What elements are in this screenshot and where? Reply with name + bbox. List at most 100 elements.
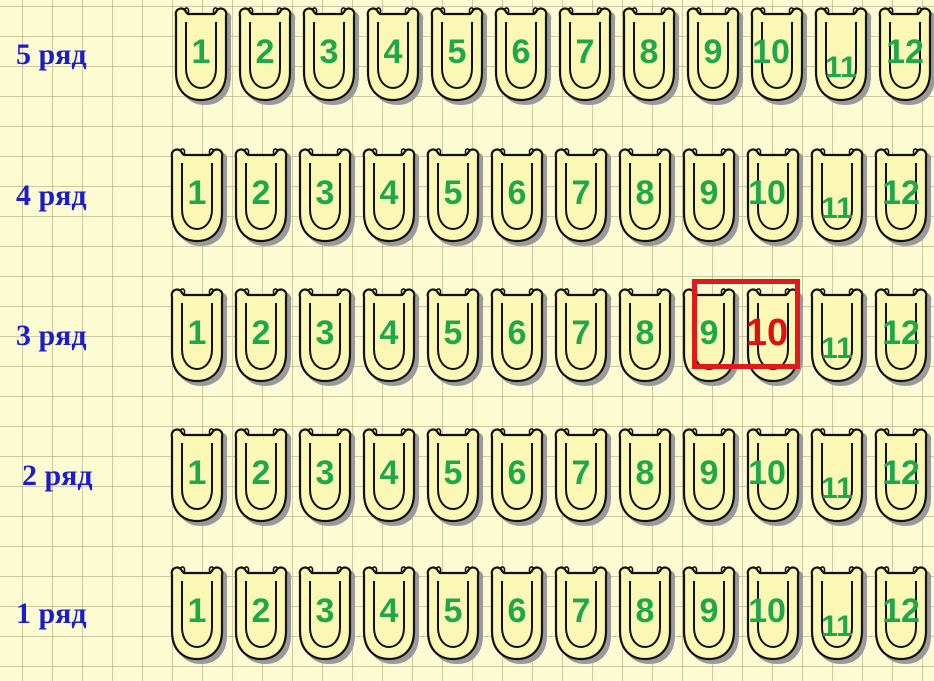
seat[interactable]: 2 <box>230 143 292 243</box>
seat[interactable]: 7 <box>554 2 616 102</box>
seat[interactable]: 5 <box>422 143 484 243</box>
seat[interactable]: 5 <box>422 423 484 523</box>
seat[interactable]: 6 <box>490 2 552 102</box>
seat-number: 4 <box>362 32 424 72</box>
seat-number: 5 <box>422 313 484 353</box>
seat-number: 2 <box>230 453 292 493</box>
seat[interactable]: 6 <box>486 143 548 243</box>
seat[interactable]: 11 <box>806 561 868 661</box>
seat[interactable]: 11 <box>806 283 868 383</box>
seat[interactable]: 10 <box>746 2 808 102</box>
seat-number: 6 <box>486 173 548 213</box>
seat[interactable]: 8 <box>614 283 676 383</box>
seats-group: 1 2 3 4 5 6 7 <box>0 2 934 102</box>
seat-number: 2 <box>230 591 292 631</box>
seat[interactable]: 5 <box>422 283 484 383</box>
seats-group: 1 2 3 4 5 6 7 <box>0 143 934 243</box>
seat[interactable]: 9 <box>682 2 744 102</box>
seat[interactable]: 7 <box>550 143 612 243</box>
seat-number: 3 <box>298 32 360 72</box>
seat-number: 1 <box>170 32 232 72</box>
seat-number: 9 <box>682 32 744 72</box>
seat[interactable]: 10 <box>742 561 804 661</box>
seat[interactable]: 11 <box>810 2 872 102</box>
seat-number: 2 <box>230 173 292 213</box>
seat[interactable]: 5 <box>426 2 488 102</box>
seat[interactable]: 12 <box>870 143 932 243</box>
seat-number: 4 <box>358 313 420 353</box>
seat[interactable]: 3 <box>294 143 356 243</box>
seat[interactable]: 8 <box>618 2 680 102</box>
seat[interactable]: 11 <box>806 143 868 243</box>
seat[interactable]: 4 <box>358 561 420 661</box>
seat[interactable]: 12 <box>870 561 932 661</box>
seat-number: 11 <box>810 48 872 88</box>
seat[interactable]: 1 <box>166 423 228 523</box>
seat-number: 11 <box>806 469 868 509</box>
seat[interactable]: 8 <box>614 423 676 523</box>
seat-number: 11 <box>806 607 868 647</box>
seat[interactable]: 6 <box>486 423 548 523</box>
seat-number: 10 <box>740 32 802 72</box>
seat[interactable]: 10 <box>742 423 804 523</box>
seat-number: 9 <box>678 173 740 213</box>
seat-number: 9 <box>678 453 740 493</box>
seat-row: 5 ряд 1 2 3 4 5 6 <box>0 2 934 102</box>
seat[interactable]: 4 <box>358 283 420 383</box>
seat[interactable]: 6 <box>486 283 548 383</box>
seat[interactable]: 2 <box>230 283 292 383</box>
seat[interactable]: 9 <box>678 143 740 243</box>
seat[interactable]: 3 <box>294 561 356 661</box>
seat[interactable]: 2 <box>230 561 292 661</box>
seat[interactable]: 12 <box>870 283 932 383</box>
seat[interactable]: 4 <box>362 2 424 102</box>
seat[interactable]: 5 <box>422 561 484 661</box>
seat[interactable]: 6 <box>486 561 548 661</box>
seat[interactable]: 8 <box>614 143 676 243</box>
seat[interactable]: 9 <box>678 423 740 523</box>
seat-number: 12 <box>870 453 932 493</box>
seat-number: 5 <box>422 173 484 213</box>
seat-number: 10 <box>736 173 798 213</box>
seat[interactable]: 4 <box>358 423 420 523</box>
seat[interactable]: 7 <box>550 423 612 523</box>
seat[interactable]: 1 <box>166 143 228 243</box>
seat-number: 7 <box>550 173 612 213</box>
seat[interactable]: 7 <box>550 561 612 661</box>
seat-number: 7 <box>550 313 612 353</box>
seat-number: 3 <box>294 591 356 631</box>
seat-number: 2 <box>234 32 296 72</box>
selected-seat-highlight <box>692 279 800 369</box>
seat-number: 11 <box>806 189 868 229</box>
seat-number: 5 <box>426 32 488 72</box>
seat[interactable]: 1 <box>166 561 228 661</box>
seat-number: 7 <box>550 453 612 493</box>
seat-number: 5 <box>422 453 484 493</box>
seat[interactable]: 11 <box>806 423 868 523</box>
seat[interactable]: 12 <box>874 2 934 102</box>
seat[interactable]: 3 <box>298 2 360 102</box>
seat-number: 3 <box>294 173 356 213</box>
seat-number: 6 <box>486 591 548 631</box>
seat-row: 2 ряд 1 2 3 4 5 6 <box>0 423 934 523</box>
seat-number: 6 <box>486 313 548 353</box>
seat[interactable]: 2 <box>234 2 296 102</box>
seat-number: 10 <box>736 453 798 493</box>
seat[interactable]: 3 <box>294 283 356 383</box>
seat-number: 1 <box>166 313 228 353</box>
seat-number: 2 <box>230 313 292 353</box>
seat[interactable]: 1 <box>170 2 232 102</box>
seat[interactable]: 12 <box>870 423 932 523</box>
seat[interactable]: 7 <box>550 283 612 383</box>
seats-group: 1 2 3 4 5 6 7 <box>0 423 934 523</box>
seat[interactable]: 8 <box>614 561 676 661</box>
seat-row: 4 ряд 1 2 3 4 5 6 <box>0 143 934 243</box>
seat[interactable]: 2 <box>230 423 292 523</box>
seat[interactable]: 1 <box>166 283 228 383</box>
seat[interactable]: 4 <box>358 143 420 243</box>
seats-group: 1 2 3 4 5 6 7 <box>0 283 934 383</box>
seat[interactable]: 9 <box>678 561 740 661</box>
seat-number: 12 <box>874 32 934 72</box>
seat[interactable]: 3 <box>294 423 356 523</box>
seat[interactable]: 10 <box>742 143 804 243</box>
